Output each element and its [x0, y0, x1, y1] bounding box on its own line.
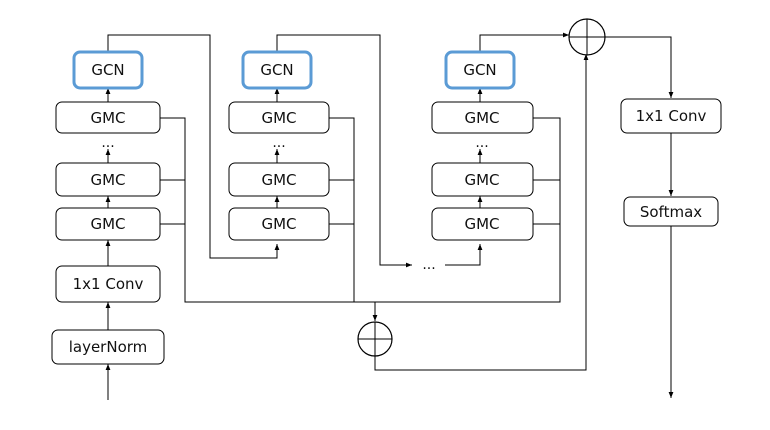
layernorm-label: layerNorm	[69, 338, 148, 356]
gmc-block: GMC	[228, 101, 330, 134]
gmc-label: GMC	[90, 215, 125, 233]
gmc-block: GMC	[431, 162, 534, 197]
column-2: GCN GMC ... GMC GMC	[228, 50, 330, 241]
gmc-block: GMC	[55, 162, 161, 197]
conv-label: 1x1 Conv	[636, 107, 707, 125]
conv-label: 1x1 Conv	[73, 275, 144, 293]
gmc-label: GMC	[464, 215, 499, 233]
output-column: 1x1 Conv Softmax	[620, 98, 722, 227]
gcn-block-3: GCN	[444, 50, 516, 90]
softmax-label: Softmax	[640, 203, 702, 221]
plus-circle-icon	[357, 321, 393, 357]
connectors	[105, 32, 674, 400]
ellipsis: ...	[272, 135, 285, 151]
gmc-label: GMC	[261, 215, 296, 233]
gcn-block-1: GCN	[72, 50, 144, 90]
gmc-block: GMC	[55, 207, 161, 241]
layernorm-block: layerNorm	[51, 329, 165, 365]
gmc-block: GMC	[55, 101, 161, 134]
gmc-label: GMC	[90, 109, 125, 127]
ellipsis: ...	[475, 135, 488, 151]
gcn-block-2: GCN	[241, 50, 313, 90]
plus-circle-icon	[568, 18, 606, 56]
gmc-block: GMC	[228, 162, 330, 197]
ellipsis: ...	[101, 135, 114, 151]
ellipsis: ...	[422, 257, 435, 273]
conv-block: 1x1 Conv	[620, 98, 722, 134]
gmc-label: GMC	[261, 171, 296, 189]
gmc-block: GMC	[431, 207, 534, 241]
conv-block: 1x1 Conv	[55, 265, 161, 303]
gcn-label: GCN	[463, 61, 496, 79]
gmc-block: GMC	[431, 101, 534, 134]
gmc-label: GMC	[464, 109, 499, 127]
column-3: GCN GMC ... GMC GMC	[431, 50, 534, 241]
gmc-label: GMC	[464, 171, 499, 189]
gcn-label: GCN	[91, 61, 124, 79]
gmc-block: GMC	[228, 207, 330, 241]
gmc-label: GMC	[261, 109, 296, 127]
softmax-block: Softmax	[623, 196, 719, 227]
gmc-label: GMC	[90, 171, 125, 189]
gcn-label: GCN	[260, 61, 293, 79]
column-1: GCN GMC ... GMC GMC 1x1 Conv layerNorm	[51, 50, 165, 365]
